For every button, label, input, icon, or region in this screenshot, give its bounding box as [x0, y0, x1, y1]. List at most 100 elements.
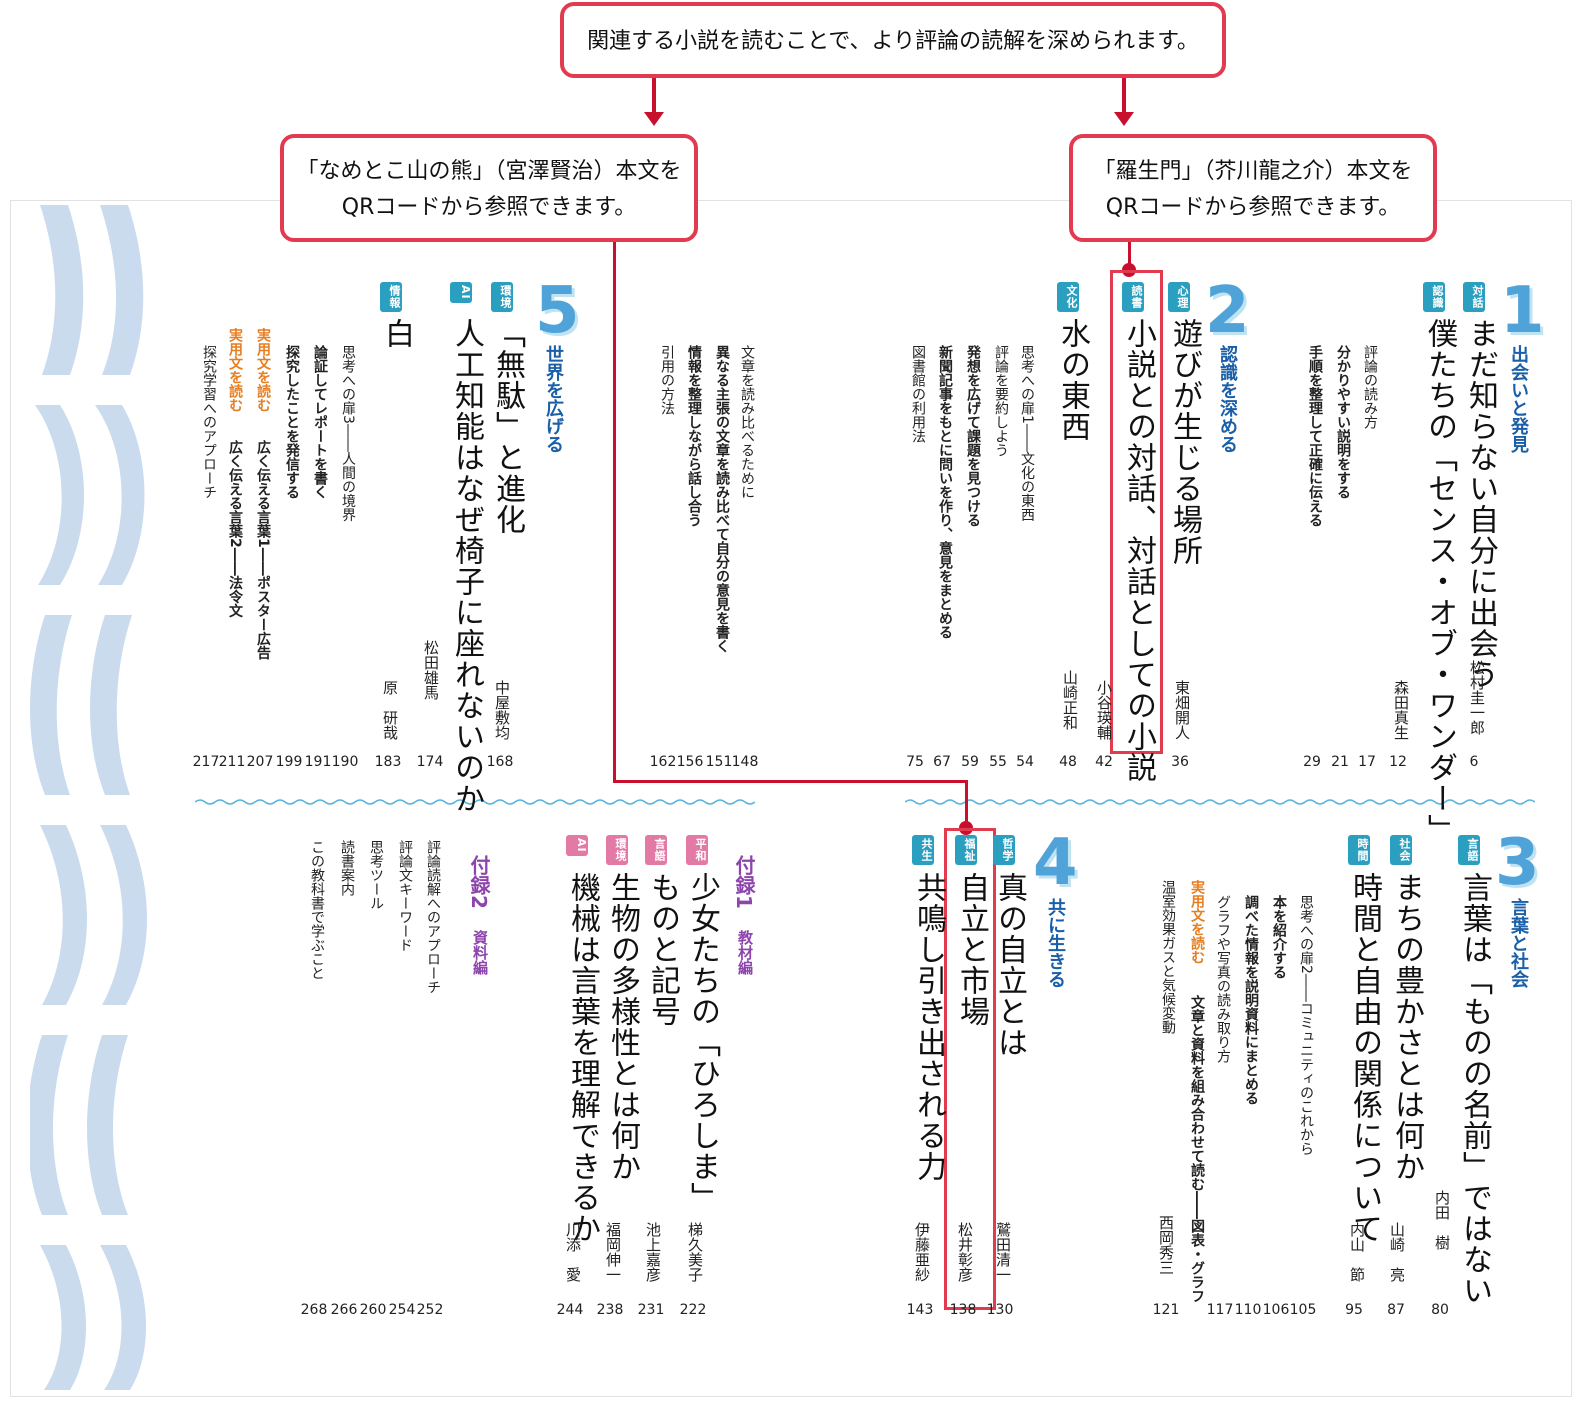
- appendix2-sub: 資料編: [471, 930, 489, 975]
- arrow-right: [1114, 112, 1134, 126]
- entry-author: 内山 節: [1348, 1222, 1366, 1282]
- page-number: 59: [961, 754, 979, 770]
- page-number: 266: [330, 1302, 358, 1318]
- connector-top-left: [652, 75, 656, 115]
- page-number: 87: [1387, 1302, 1405, 1318]
- entry-author: 福岡伸一: [604, 1222, 622, 1282]
- entry-title: 本を紹介する: [1271, 895, 1287, 979]
- entry-title: まだ知らない自分に出会う: [1463, 318, 1498, 690]
- entry-title: 共鳴し引き出される力: [911, 872, 946, 1182]
- connector-left-down: [613, 238, 616, 782]
- tag-taiwa: 対話: [1463, 282, 1485, 312]
- tag-jikan: 時間: [1348, 835, 1370, 865]
- page-number: 106: [1262, 1302, 1290, 1318]
- page-number: 217: [192, 754, 220, 770]
- entry-title: 探究したことを発信する: [284, 345, 300, 499]
- section-title-5: 世界を広げる: [543, 345, 564, 453]
- entry-title: 評論文キーワード: [397, 840, 413, 952]
- entry-author: 池上嘉彦: [644, 1222, 662, 1282]
- tag-tetsugaku: 哲学: [993, 835, 1015, 865]
- entry-author: 山崎正和: [1061, 670, 1079, 730]
- highlight-dokusho: [1110, 270, 1163, 754]
- page-number: 254: [388, 1302, 416, 1318]
- page-number: 143: [906, 1302, 934, 1318]
- page-number: 54: [1016, 754, 1034, 770]
- watercolor-decoration: [30, 205, 147, 1390]
- practical-label: 実用文を読む: [1189, 880, 1205, 964]
- page-number: 231: [637, 1302, 665, 1318]
- appendix1-title: 付録1: [732, 855, 756, 909]
- page-number: 29: [1303, 754, 1321, 770]
- divider-wave-right: [905, 799, 1535, 805]
- tag-fukushi: 福祉: [955, 835, 977, 865]
- entry-title: 文章を読み比べるために: [739, 345, 755, 499]
- page-number: 80: [1431, 1302, 1449, 1318]
- entry-title: 探究学習へのアプローチ: [201, 345, 217, 499]
- entry-title: 人工知能はなぜ椅子に座れないのか: [449, 318, 484, 814]
- tag-dokusho: 読書: [1122, 282, 1144, 312]
- section-number-2: 2: [1205, 274, 1250, 348]
- entry-title: 情報を整理しながら話し合う: [686, 345, 702, 527]
- entry-title: 時間と自由の関係について: [1347, 872, 1382, 1244]
- entry-title: 手順を整理して正確に伝える: [1307, 345, 1323, 527]
- callout-top-text: 関連する小説を読むことで、より評論の読解を深められます。: [587, 29, 1199, 54]
- entry-title: 思考への扉2――コミュニティのこれから: [1298, 895, 1314, 1156]
- page-number: 168: [486, 754, 514, 770]
- entry-title: 新聞記事をもとに問いを作り、意見をまとめる: [937, 345, 953, 639]
- page-number: 252: [416, 1302, 444, 1318]
- tag-gengo-2: 言語: [645, 835, 667, 865]
- entry-title: 論証してレポートを書く: [312, 345, 328, 499]
- tag-kankyo: 環境: [491, 282, 513, 312]
- page-number: 268: [300, 1302, 328, 1318]
- entry-title: 読書案内: [339, 840, 355, 896]
- section-number-3: 3: [1495, 826, 1540, 900]
- page-number: 183: [374, 754, 402, 770]
- page-number: 17: [1358, 754, 1376, 770]
- entry-author: 川添 愛: [564, 1222, 582, 1282]
- entry-author: 松井彰彦: [956, 1222, 974, 1282]
- toc-page: [10, 200, 1572, 1397]
- page-number: 260: [359, 1302, 387, 1318]
- page-number: 191: [304, 754, 332, 770]
- page-number: 151: [705, 754, 733, 770]
- page-number: 117: [1206, 1302, 1234, 1318]
- page-number: 12: [1389, 754, 1407, 770]
- section-title-2: 認識を深める: [1217, 345, 1238, 453]
- entry-title: 僕たちの「センス・オブ・ワンダー」: [1422, 318, 1457, 845]
- section-number-4: 4: [1033, 826, 1078, 900]
- entry-title: 生物の多様性とは何か: [605, 872, 640, 1182]
- page-number: 207: [246, 754, 274, 770]
- entry-title: 思考への扉3――人間の境界: [340, 345, 356, 522]
- page-number: 42: [1095, 754, 1113, 770]
- entry-title: 図書館の利用法: [910, 345, 926, 443]
- page-number: 105: [1289, 1302, 1317, 1318]
- callout-left: 「なめとこ山の熊」（宮澤賢治）本文を QRコードから参照できます。: [280, 134, 698, 242]
- section-number-5: 5: [535, 274, 580, 348]
- page-number: 174: [416, 754, 444, 770]
- tag-kyosei: 共生: [912, 835, 934, 865]
- practical-label: 実用文を読む: [227, 328, 243, 412]
- entry-author: 森田真生: [1392, 680, 1410, 740]
- entry-author: 松村圭一郎: [1468, 660, 1486, 735]
- connector-left-horizontal: [613, 780, 968, 783]
- divider-wave-left: [195, 799, 755, 805]
- tag-kankyo-2: 環境: [606, 835, 628, 865]
- callout-left-line2: QRコードから参照できます。: [341, 195, 637, 220]
- entry-title: 少女たちの「ひろしま」: [685, 872, 720, 1213]
- page-number: 199: [275, 754, 303, 770]
- arrow-left: [644, 112, 664, 126]
- entry-author: 西岡秀三: [1157, 1215, 1175, 1275]
- practical-label: 実用文を読む: [255, 328, 271, 412]
- entry-title: この教科書で学ぶこと: [309, 840, 325, 980]
- page-number: 211: [218, 754, 246, 770]
- entry-title: 引用の方法: [659, 345, 675, 415]
- callout-right-line2: QRコードから参照できます。: [1105, 195, 1401, 220]
- entry-title: 分かりやすい説明をする: [1335, 345, 1351, 499]
- entry-title: 温室効果ガスと気候変動: [1160, 880, 1176, 1034]
- entry-title: 水の東西: [1055, 318, 1090, 442]
- page-number: 162: [649, 754, 677, 770]
- entry-title: 自立と市場: [954, 872, 989, 1027]
- entry-author: 内田 樹: [1433, 1190, 1451, 1250]
- section-title-3: 言葉と社会: [1508, 898, 1529, 988]
- entry-author: 梯久美子: [686, 1222, 704, 1282]
